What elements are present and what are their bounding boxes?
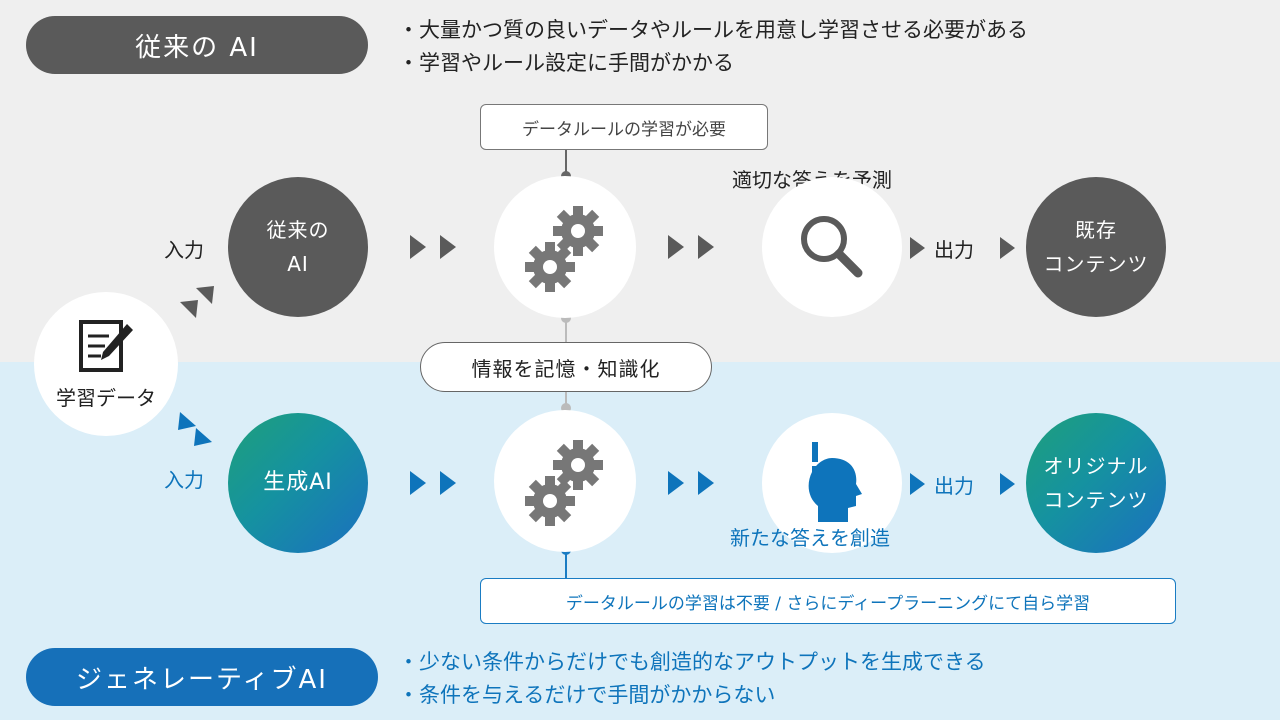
learning-data-label: 学習データ <box>56 385 156 410</box>
magnifier-icon <box>801 216 863 278</box>
original-content-line-1: オリジナル <box>1043 454 1149 478</box>
bottom-arrows <box>178 412 1015 495</box>
head-idea-icon <box>808 442 862 522</box>
gears-icon <box>525 206 603 292</box>
existing-content-circle: 既存 コンテンツ <box>1026 177 1166 317</box>
generative-ai-badge: ジェネレーティブAI <box>26 648 378 706</box>
traditional-note-box: データルールの学習が必要 <box>480 104 768 150</box>
top-arrows <box>180 235 1015 318</box>
memory-box: 情報を記憶・知識化 <box>420 342 712 392</box>
traditional-bullet-1: ・大量かつ質の良いデータやルールを用意し学習させる必要がある <box>398 18 1028 42</box>
generative-process-circle <box>494 410 636 552</box>
generative-bullets: ・少ない条件からだけでも創造的なアウトプットを生成できる ・条件を与えるだけで手… <box>398 646 986 712</box>
generative-input-label: 入力 <box>164 468 204 492</box>
gears-icon <box>525 440 603 526</box>
learning-data-circle: 学習データ <box>34 292 178 436</box>
traditional-bullets: ・大量かつ質の良いデータやルールを用意し学習させる必要がある ・学習やルール設定… <box>398 14 1028 80</box>
predict-circle <box>762 177 902 317</box>
generative-bullet-1: ・少ない条件からだけでも創造的なアウトプットを生成できる <box>398 650 986 674</box>
existing-content-line-2: コンテンツ <box>1043 252 1149 276</box>
create-circle <box>762 413 902 553</box>
generative-ai-label: 生成AI <box>263 470 333 495</box>
traditional-ai-line-2: AI <box>287 252 309 276</box>
traditional-process-circle <box>494 176 636 318</box>
traditional-input-label: 入力 <box>164 238 204 262</box>
traditional-ai-line-1: 従来の <box>266 218 330 242</box>
document-pen-icon <box>79 319 133 372</box>
original-content-line-2: コンテンツ <box>1043 488 1149 512</box>
traditional-bullet-2: ・学習やルール設定に手間がかかる <box>398 51 734 75</box>
traditional-ai-circle: 従来の AI <box>228 177 368 317</box>
original-content-circle: オリジナル コンテンツ <box>1026 413 1166 553</box>
generative-bullet-2: ・条件を与えるだけで手間がかからない <box>398 683 776 707</box>
traditional-output-label: 出力 <box>934 238 974 262</box>
create-label: 新たな答えを創造 <box>730 526 890 550</box>
generative-output-label: 出力 <box>934 474 974 498</box>
existing-content-line-1: 既存 <box>1075 218 1117 242</box>
generative-note-box: データルールの学習は不要 / さらにディープラーニングにて自ら学習 <box>480 578 1176 624</box>
traditional-ai-badge: 従来の AI <box>26 16 368 74</box>
generative-ai-circle: 生成AI <box>228 413 368 553</box>
